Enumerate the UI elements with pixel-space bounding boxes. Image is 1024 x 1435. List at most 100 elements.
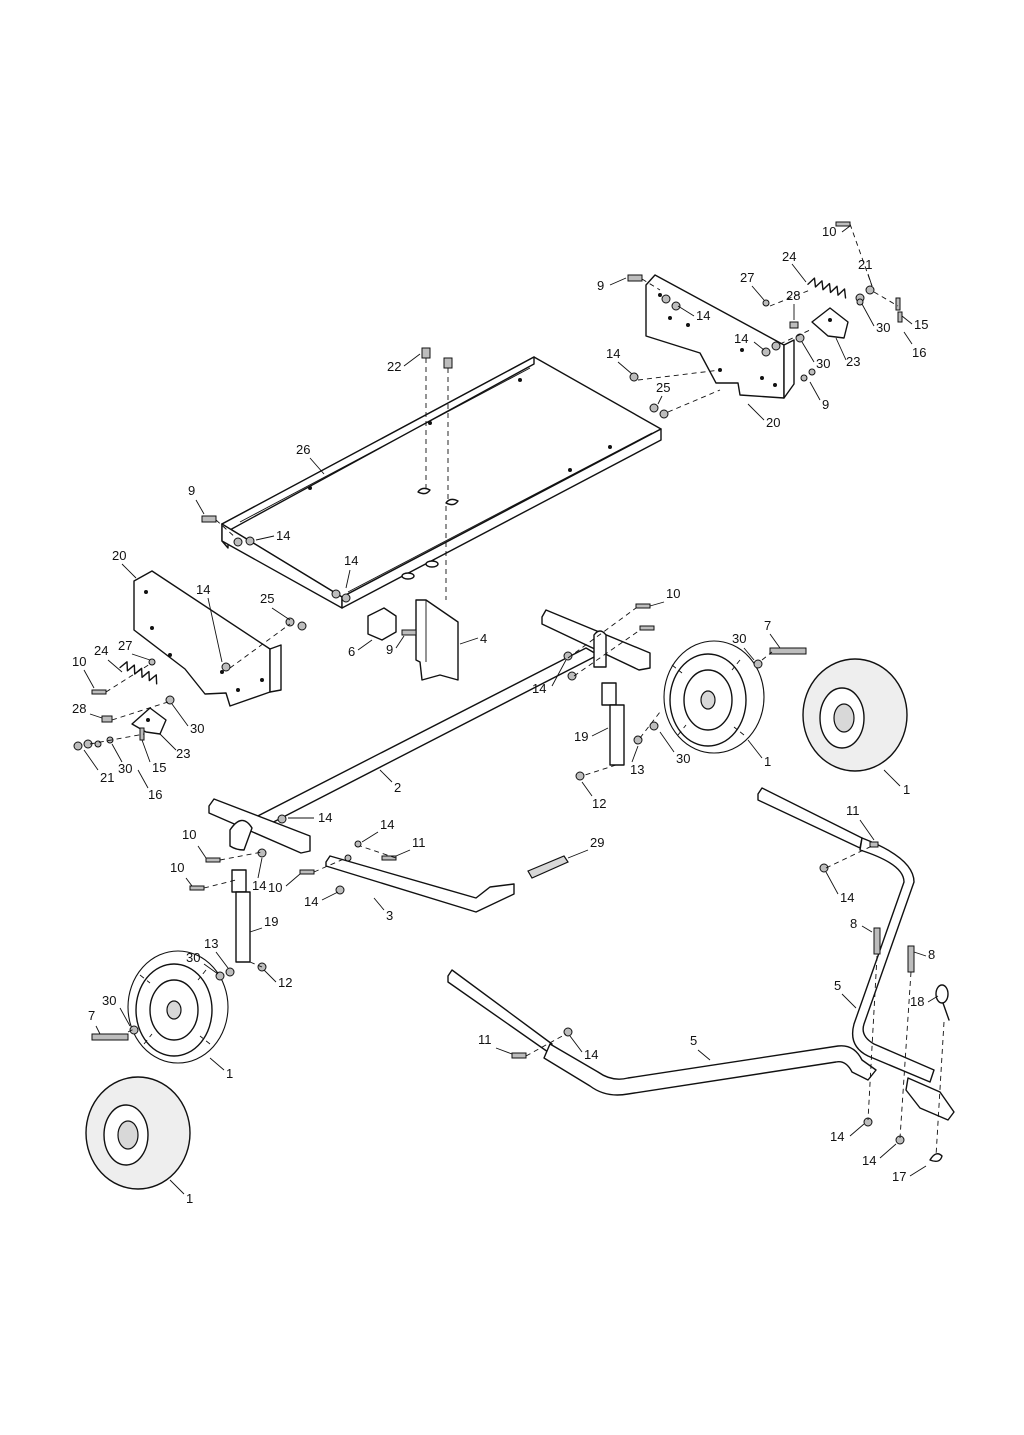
callout: 25 (260, 591, 274, 606)
turf-tire-left (85, 1076, 191, 1190)
callout: 14 (862, 1153, 876, 1168)
handle-bar (325, 855, 515, 913)
grip (527, 855, 569, 879)
callout: 2 (394, 780, 401, 795)
callout: 10 (170, 860, 184, 875)
callout: 15 (152, 760, 166, 775)
callout: 16 (912, 345, 926, 360)
long-bolts (873, 927, 915, 973)
callout: 14 (196, 582, 210, 597)
callout: 29 (590, 835, 604, 850)
callout: 20 (766, 415, 780, 430)
callout: 27 (740, 270, 754, 285)
side-plate-left (133, 570, 282, 707)
callout: 14 (734, 331, 748, 346)
callout: 3 (386, 908, 393, 923)
hitch-clevis (905, 1077, 955, 1121)
callout: 1 (226, 1066, 233, 1081)
callout: 14 (830, 1129, 844, 1144)
callout: 9 (386, 642, 393, 657)
callout: 21 (858, 257, 872, 272)
tread-wheel-right (663, 640, 765, 754)
callout: 10 (72, 654, 86, 669)
spring-right (807, 277, 847, 299)
axle-bracket-left (208, 798, 311, 854)
callout: 30 (876, 320, 890, 335)
callout: 23 (846, 354, 860, 369)
callout: 30 (676, 751, 690, 766)
callout: 8 (928, 947, 935, 962)
callout: 12 (278, 975, 292, 990)
adjuster-plate-right (811, 307, 849, 339)
callout: 30 (118, 761, 132, 776)
spindle-left (231, 869, 251, 963)
callout: 30 (102, 993, 116, 1008)
callout: 30 (732, 631, 746, 646)
callout: 11 (846, 803, 860, 818)
callout: 26 (296, 442, 310, 457)
callout: 16 (148, 787, 162, 802)
callout: 15 (914, 317, 928, 332)
callout: 17 (892, 1169, 906, 1184)
axle-bracket-right (541, 609, 651, 671)
callout: 14 (252, 878, 266, 893)
callout: 9 (822, 397, 829, 412)
callout: 18 (910, 994, 924, 1009)
callout: 14 (304, 894, 318, 909)
callout: 24 (94, 643, 108, 658)
callout: 1 (903, 782, 910, 797)
callout: 14 (380, 817, 394, 832)
callout: 30 (816, 356, 830, 371)
turf-tire-right (802, 658, 908, 772)
callout: 9 (597, 278, 604, 293)
callout: 13 (630, 762, 644, 777)
callout: 7 (88, 1008, 95, 1023)
callout: 7 (764, 618, 771, 633)
callout-labels: 10 24 21 27 28 15 30 23 16 30 9 14 14 14… (72, 224, 939, 1206)
callout: 11 (412, 835, 426, 850)
callout: 11 (478, 1032, 492, 1047)
callout: 5 (834, 978, 841, 993)
adjuster-plate-left (131, 707, 167, 735)
callout: 14 (606, 346, 620, 361)
tow-bar-left (447, 969, 877, 1096)
tow-bar-right (757, 787, 935, 1083)
callout: 19 (264, 914, 278, 929)
callout: 1 (186, 1191, 193, 1206)
spreader-tray-frame (221, 356, 662, 609)
callout: 30 (190, 721, 204, 736)
tread-wheel-left (127, 950, 229, 1064)
callout: 24 (782, 249, 796, 264)
callout: 27 (118, 638, 132, 653)
side-plate-right (645, 274, 795, 399)
assembly-lines (89, 223, 945, 1157)
callout: 6 (348, 644, 355, 659)
callout: 1 (764, 754, 771, 769)
callout: 23 (176, 746, 190, 761)
callout: 8 (850, 916, 857, 931)
hitch-pin (935, 984, 950, 1021)
callout: 14 (840, 890, 854, 905)
callout: 5 (690, 1033, 697, 1048)
small-bracket (367, 607, 397, 641)
callout: 10 (822, 224, 836, 239)
spring-left (119, 661, 158, 685)
callout: 4 (480, 631, 487, 646)
callout: 14 (696, 308, 710, 323)
callout: 28 (786, 288, 800, 303)
callout: 28 (72, 701, 86, 716)
center-bracket (415, 599, 459, 681)
callout: 14 (532, 681, 546, 696)
callout: 14 (344, 553, 358, 568)
callout: 22 (387, 359, 401, 374)
callout: 12 (592, 796, 606, 811)
callout: 25 (656, 380, 670, 395)
spindle-right (601, 682, 625, 766)
callout: 14 (584, 1047, 598, 1062)
hardware-items (73, 221, 943, 1163)
callout: 13 (204, 936, 218, 951)
callout: 21 (100, 770, 114, 785)
callout: 9 (188, 483, 195, 498)
callout: 10 (182, 827, 196, 842)
